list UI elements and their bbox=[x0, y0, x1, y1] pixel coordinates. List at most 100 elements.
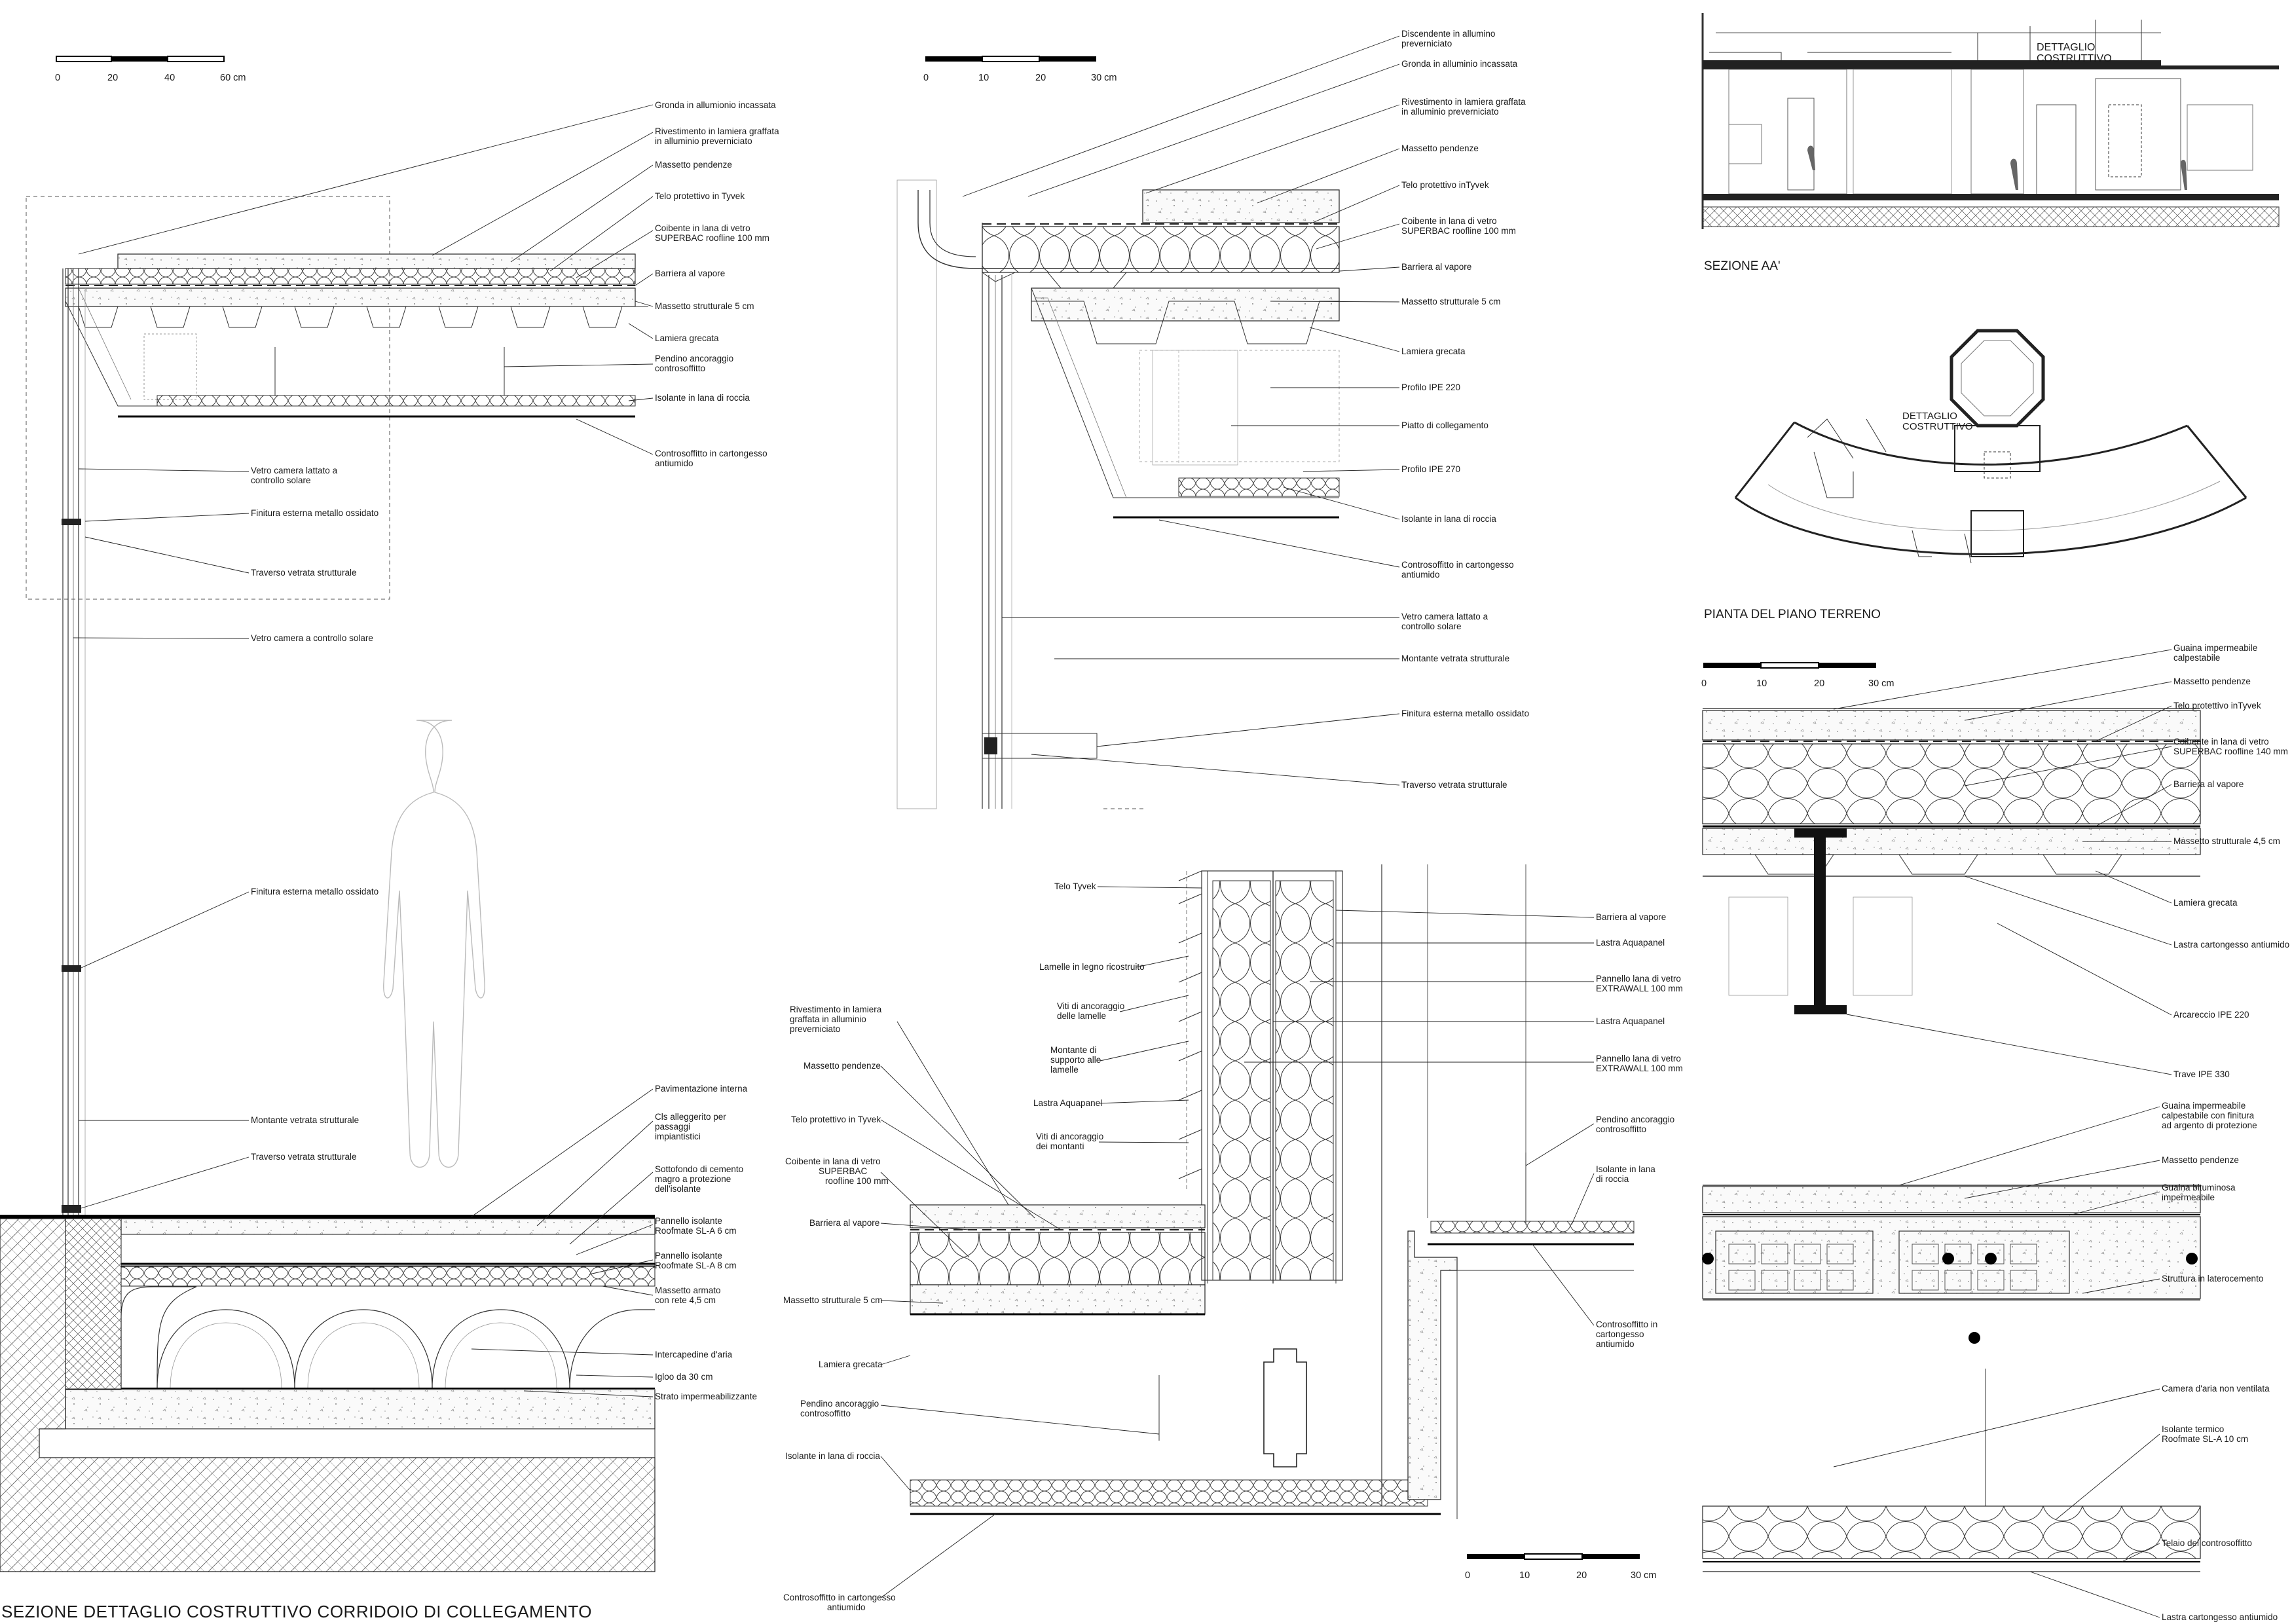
label-rt-8: Arcareccio IPE 220 bbox=[2173, 1010, 2249, 1020]
section-aa-title: SEZIONE AA' bbox=[1704, 259, 1781, 273]
labels-main: Gronda in allumionio incassata Rivestime… bbox=[73, 100, 779, 1401]
label-bl-11: Massetto strutturale 5 cm bbox=[783, 1295, 883, 1305]
scale-bar-bottom-mid: 0 10 20 30 cm bbox=[1465, 1553, 1657, 1581]
scale-tick: 30 cm bbox=[1631, 1570, 1657, 1581]
main-title: SEZIONE DETTAGLIO COSTRUTTIVO CORRIDOIO … bbox=[1, 1602, 592, 1621]
label-main-5: Barriera al vapore bbox=[655, 268, 725, 278]
label-bl-8: Telo protettivo in Tyvek bbox=[791, 1115, 881, 1124]
right-upper-detail-drawing bbox=[1702, 708, 2201, 1014]
label-main-6: Massetto strutturale 5 cm bbox=[655, 301, 754, 311]
label-main-9: Isolante in lana di roccia bbox=[655, 393, 750, 403]
label-main-12: Finitura esterna metallo ossidato bbox=[251, 508, 379, 518]
label-main-15: Finitura esterna metallo ossidato bbox=[251, 887, 379, 896]
label-tm-9: Profilo IPE 220 bbox=[1401, 382, 1460, 392]
plan-title: PIANTA DEL PIANO TERRENO bbox=[1704, 608, 1881, 621]
scale-tick: 30 cm bbox=[1091, 73, 1117, 83]
label-br-1: Lastra Aquapanel bbox=[1596, 938, 1665, 948]
label-bl-0: Telo Tyvek bbox=[1054, 881, 1096, 891]
label-bl-4: Lastra Aquapanel bbox=[1033, 1098, 1102, 1108]
label-main-7: Lamiera grecata bbox=[655, 333, 719, 343]
label-main-24: Intercapedine d'aria bbox=[655, 1350, 733, 1359]
label-rt-4: Barriera al vapore bbox=[2173, 779, 2244, 789]
scale-tick: 10 bbox=[1756, 678, 1767, 689]
label-rt-2: Telo protettivo inTyvek bbox=[2173, 701, 2261, 710]
scale-tick: 0 bbox=[923, 73, 929, 83]
label-main-16: Montante vetrata strutturale bbox=[251, 1115, 359, 1125]
scale-tick: 20 bbox=[107, 73, 118, 83]
label-tm-8: Lamiera grecata bbox=[1401, 346, 1466, 356]
label-main-25: Igloo da 30 cm bbox=[655, 1372, 713, 1382]
scale-tick: 0 bbox=[1465, 1570, 1470, 1581]
label-tm-10: Piatto di collegamento bbox=[1401, 420, 1488, 430]
scale-bar-main: 0 20 40 60 cm bbox=[55, 56, 246, 83]
scale-bar-top-mid: 0 10 20 30 cm bbox=[923, 56, 1117, 83]
labels-bottom-right: Barriera al vapore Lastra Aquapanel Pann… bbox=[1244, 910, 1683, 1349]
bottom-mid-detail-drawing bbox=[910, 864, 1635, 1519]
label-tm-16: Finitura esterna metallo ossidato bbox=[1401, 709, 1529, 718]
label-tm-3: Massetto pendenze bbox=[1401, 143, 1479, 153]
label-main-17: Traverso vetrata strutturale bbox=[251, 1152, 357, 1162]
label-rb-7: Lastra cartongesso antiumido bbox=[2162, 1612, 2278, 1622]
label-br-3: Lastra Aquapanel bbox=[1596, 1016, 1665, 1026]
main-section-drawing bbox=[0, 196, 656, 1572]
label-main-14: Vetro camera a controllo solare bbox=[251, 633, 373, 643]
scale-tick: 20 bbox=[1814, 678, 1824, 689]
label-bl-7: Massetto pendenze bbox=[804, 1061, 881, 1071]
label-rt-6: Lamiera grecata bbox=[2173, 898, 2238, 908]
label-rt-7: Lastra cartongesso antiumido bbox=[2173, 940, 2289, 950]
label-bl-1: Lamelle in legno ricostruito bbox=[1039, 962, 1145, 972]
label-rb-3: Struttura in laterocemento bbox=[2162, 1274, 2263, 1283]
label-main-3: Telo protettivo in Tyvek bbox=[655, 191, 745, 201]
label-rt-1: Massetto pendenze bbox=[2173, 676, 2251, 686]
label-tm-7: Massetto strutturale 5 cm bbox=[1401, 297, 1501, 306]
label-tm-11: Profilo IPE 270 bbox=[1401, 464, 1460, 474]
label-rb-6: Telaio del controsoffitto bbox=[2162, 1538, 2252, 1548]
label-main-26: Strato impermeabilizzante bbox=[655, 1392, 757, 1401]
scale-tick: 10 bbox=[1519, 1570, 1530, 1581]
scale-tick: 60 cm bbox=[220, 73, 246, 83]
scale-tick: 0 bbox=[1701, 678, 1707, 689]
label-bl-10: Barriera al vapore bbox=[809, 1218, 879, 1228]
label-tm-12: Isolante in lana di roccia bbox=[1401, 514, 1496, 524]
label-br-0: Barriera al vapore bbox=[1596, 912, 1666, 922]
label-rt-9: Trave IPE 330 bbox=[2173, 1069, 2230, 1079]
label-bl-14: Isolante in lana di roccia bbox=[785, 1451, 880, 1461]
label-bl-12: Lamiera grecata bbox=[819, 1359, 883, 1369]
label-tm-15: Montante vetrata strutturale bbox=[1401, 654, 1509, 663]
scale-tick: 40 bbox=[164, 73, 175, 83]
label-tm-17: Traverso vetrata strutturale bbox=[1401, 780, 1507, 790]
scale-tick: 30 cm bbox=[1868, 678, 1895, 689]
labels-bottom-left: Telo Tyvek Lamelle in legno ricostruito … bbox=[783, 881, 1202, 1612]
label-rb-4: Camera d'aria non ventilata bbox=[2162, 1384, 2270, 1393]
